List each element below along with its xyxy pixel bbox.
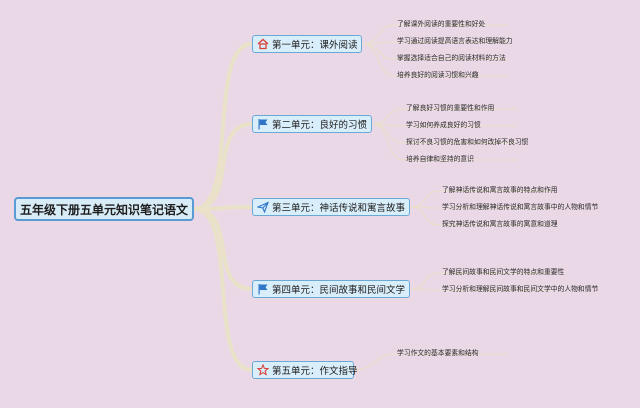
unit-to-point-link: [371, 123, 517, 161]
unit-node-1[interactable]: 第一单元：课外阅读: [252, 35, 362, 53]
root-to-unit-link: [192, 42, 254, 211]
unit-1-point[interactable]: 培养良好的阅读习惯和兴趣: [397, 71, 479, 79]
unit-2-point[interactable]: 探讨不良习惯的危害和如何改掉不良习惯: [406, 138, 529, 146]
root-to-unit-link: [192, 207, 254, 372]
root-node[interactable]: 五年级下册五单元知识笔记语文: [14, 197, 194, 221]
unit-4-point[interactable]: 学习分析和理解民间故事和民间文学中的人物和情节: [442, 285, 599, 293]
unit-to-point-link: [409, 272, 553, 290]
flag-icon: [257, 118, 269, 130]
unit-node-5[interactable]: 第五单元：作文指导: [252, 361, 358, 379]
unit-1-point[interactable]: 了解课外阅读的重要性和好处: [397, 20, 486, 28]
unit-3-point[interactable]: 学习分析和理解神话传说和寓言故事中的人物和情节: [442, 203, 599, 211]
unit-title: 第五单元：作文指导: [272, 366, 358, 377]
unit-3-point[interactable]: 了解神话传说和寓言故事的特点和作用: [442, 186, 558, 194]
unit-2-point[interactable]: 了解良好习惯的重要性和作用: [406, 104, 495, 112]
flag-icon: [257, 283, 269, 295]
paper-plane-icon: [257, 201, 269, 213]
unit-to-point-link: [409, 288, 553, 291]
unit-3-point[interactable]: 探究神话传说和寓言故事的寓意和道理: [442, 220, 558, 228]
unit-4-point[interactable]: 了解民间故事和民间文学的特点和重要性: [442, 268, 565, 276]
unit-1-point[interactable]: 学习通过阅读提高语言表达和理解能力: [397, 37, 513, 45]
unit-node-3[interactable]: 第三单元：神话传说和寓言故事: [252, 198, 410, 216]
unit-to-point-link: [361, 41, 508, 45]
unit-title: 第四单元：民间故事和民间文学: [272, 285, 406, 296]
unit-2-point[interactable]: 培养自律和坚持的意识: [406, 155, 474, 163]
unit-to-point-link: [409, 190, 553, 208]
unit-1-point[interactable]: 掌握选择适合自己的阅读材料的方法: [397, 54, 506, 62]
unit-to-point-link: [361, 43, 508, 77]
unit-title: 第一单元：课外阅读: [272, 40, 358, 51]
unit-node-4[interactable]: 第四单元：民间故事和民间文学: [252, 280, 410, 298]
unit-node-2[interactable]: 第二单元：良好的习惯: [252, 115, 372, 133]
unit-to-point-link: [409, 206, 553, 226]
root-to-unit-link: [192, 122, 254, 211]
unit-to-point-link: [353, 353, 508, 371]
unit-2-point[interactable]: 学习如何养成良好的习惯: [406, 121, 481, 129]
root-to-unit-link: [192, 205, 254, 211]
unit-5-point[interactable]: 学习作文的基本要素和结构: [397, 349, 479, 357]
unit-title: 第二单元：良好的习惯: [272, 120, 368, 131]
home-icon: [257, 38, 269, 50]
star-icon: [257, 364, 269, 376]
unit-to-point-link: [361, 24, 508, 45]
unit-to-point-link: [371, 108, 517, 125]
unit-title: 第三单元：神话传说和寓言故事: [272, 203, 406, 214]
